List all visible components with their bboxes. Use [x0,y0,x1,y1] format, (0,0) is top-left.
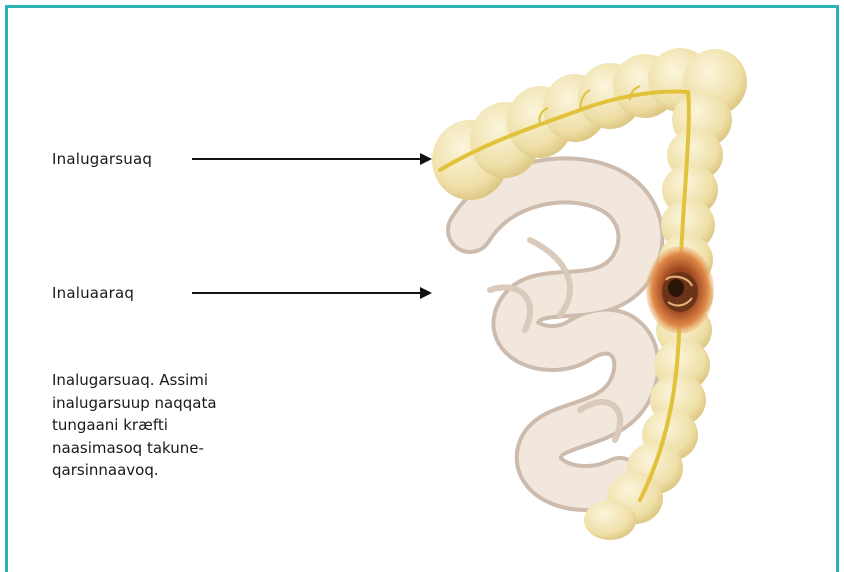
tumor-growth [646,246,714,334]
small-intestine-loops [470,180,640,488]
figure-caption: Inalugarsuaq. Assimi inalugarsuup naqqat… [52,369,292,482]
small-intestine-arrow [192,292,422,294]
small-intestine-label: Inaluaaraq [52,284,134,302]
large-intestine-arrow [192,158,422,160]
intestine-illustration [430,30,770,540]
large-intestine-label: Inalugarsuaq [52,150,152,168]
